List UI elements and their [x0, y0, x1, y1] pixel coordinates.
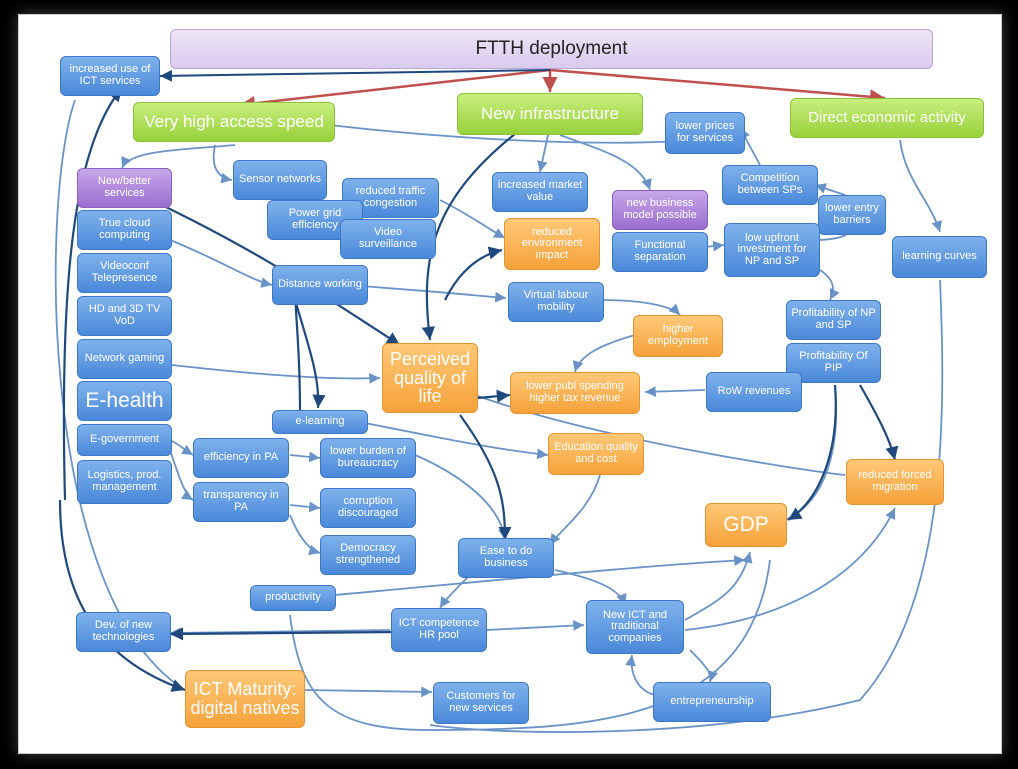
diagram-title: FTTH deployment — [170, 29, 933, 69]
node-video-surv: Video surveillance — [340, 219, 436, 259]
node-network-gaming: Network gaming — [77, 339, 172, 379]
node-reduced-env: reduced environment impact — [504, 218, 600, 270]
node-virtual-labour: Virtual labour mobility — [508, 282, 604, 322]
node-logistics: Logistics, prod. management — [77, 460, 172, 504]
node-ehealth: E-health — [77, 381, 172, 421]
node-education: Education quality and cost — [548, 433, 644, 475]
node-distance-working: Distance working — [272, 265, 368, 305]
node-lower-entry: lower entry barriers — [818, 195, 886, 235]
node-dev-new-tech: Dev. of new technologies — [76, 612, 171, 652]
node-gdp: GDP — [705, 503, 787, 547]
node-perceived-qol: Perceived quality of life — [382, 343, 478, 413]
node-efficiency-pa: efficiency in PA — [193, 438, 289, 478]
node-elearning: e-learning — [272, 410, 368, 434]
node-profit-np-sp: Profitability of NP and SP — [786, 300, 881, 340]
node-very-high-speed: Very high access speed — [133, 102, 335, 142]
node-increased-ict: increased use of ICT services — [60, 56, 160, 96]
node-row-revenues: RoW revenues — [706, 372, 802, 412]
node-corruption: corruption discouraged — [320, 488, 416, 528]
node-sensor: Sensor networks — [233, 160, 327, 200]
node-increased-market: increased market value — [492, 172, 588, 212]
node-lower-burden: lower burden of bureaucracy — [320, 438, 416, 478]
node-lower-prices: lower prices for services — [665, 112, 745, 154]
node-direct-econ: Direct economic activity — [790, 98, 984, 138]
node-transparency-pa: transparency in PA — [193, 482, 289, 522]
node-ict-maturity: ICT Maturity: digital natives — [185, 670, 305, 728]
node-new-better: New/better services — [77, 168, 172, 208]
node-reduced-forced: reduced forced migration — [846, 459, 944, 505]
node-true-cloud: True cloud computing — [77, 210, 172, 250]
node-higher-employment: higher employment — [633, 315, 723, 357]
node-reduced-traffic: reduced traffic congestion — [342, 178, 439, 218]
node-functional-sep: Functional separation — [612, 232, 708, 272]
node-lower-publ: lower publ spending higher tax revenue — [510, 372, 640, 414]
node-democracy: Democracy strengthened — [320, 535, 416, 575]
node-new-infra: New infrastructure — [457, 93, 643, 135]
node-entrepreneurship: entrepreneurship — [653, 682, 771, 722]
node-videoconf: Videoconf Telepresence — [77, 253, 172, 293]
node-ease-business: Ease to do business — [458, 538, 554, 578]
node-ict-competence: ICT competence HR pool — [391, 608, 487, 652]
node-low-upfront: low upfront investment for NP and SP — [724, 223, 820, 277]
node-learning-curves: learning curves — [892, 236, 987, 278]
node-customers-new: Customers for new services — [433, 682, 529, 724]
node-productivity: productivity — [250, 585, 336, 611]
node-new-ict-companies: New ICT and traditional companies — [586, 600, 684, 654]
node-new-business: new business model possible — [612, 190, 708, 230]
node-competition: Competition between SPs — [722, 165, 818, 205]
node-egov: E-government — [77, 424, 172, 456]
node-hd-tv: HD and 3D TV VoD — [77, 296, 172, 336]
